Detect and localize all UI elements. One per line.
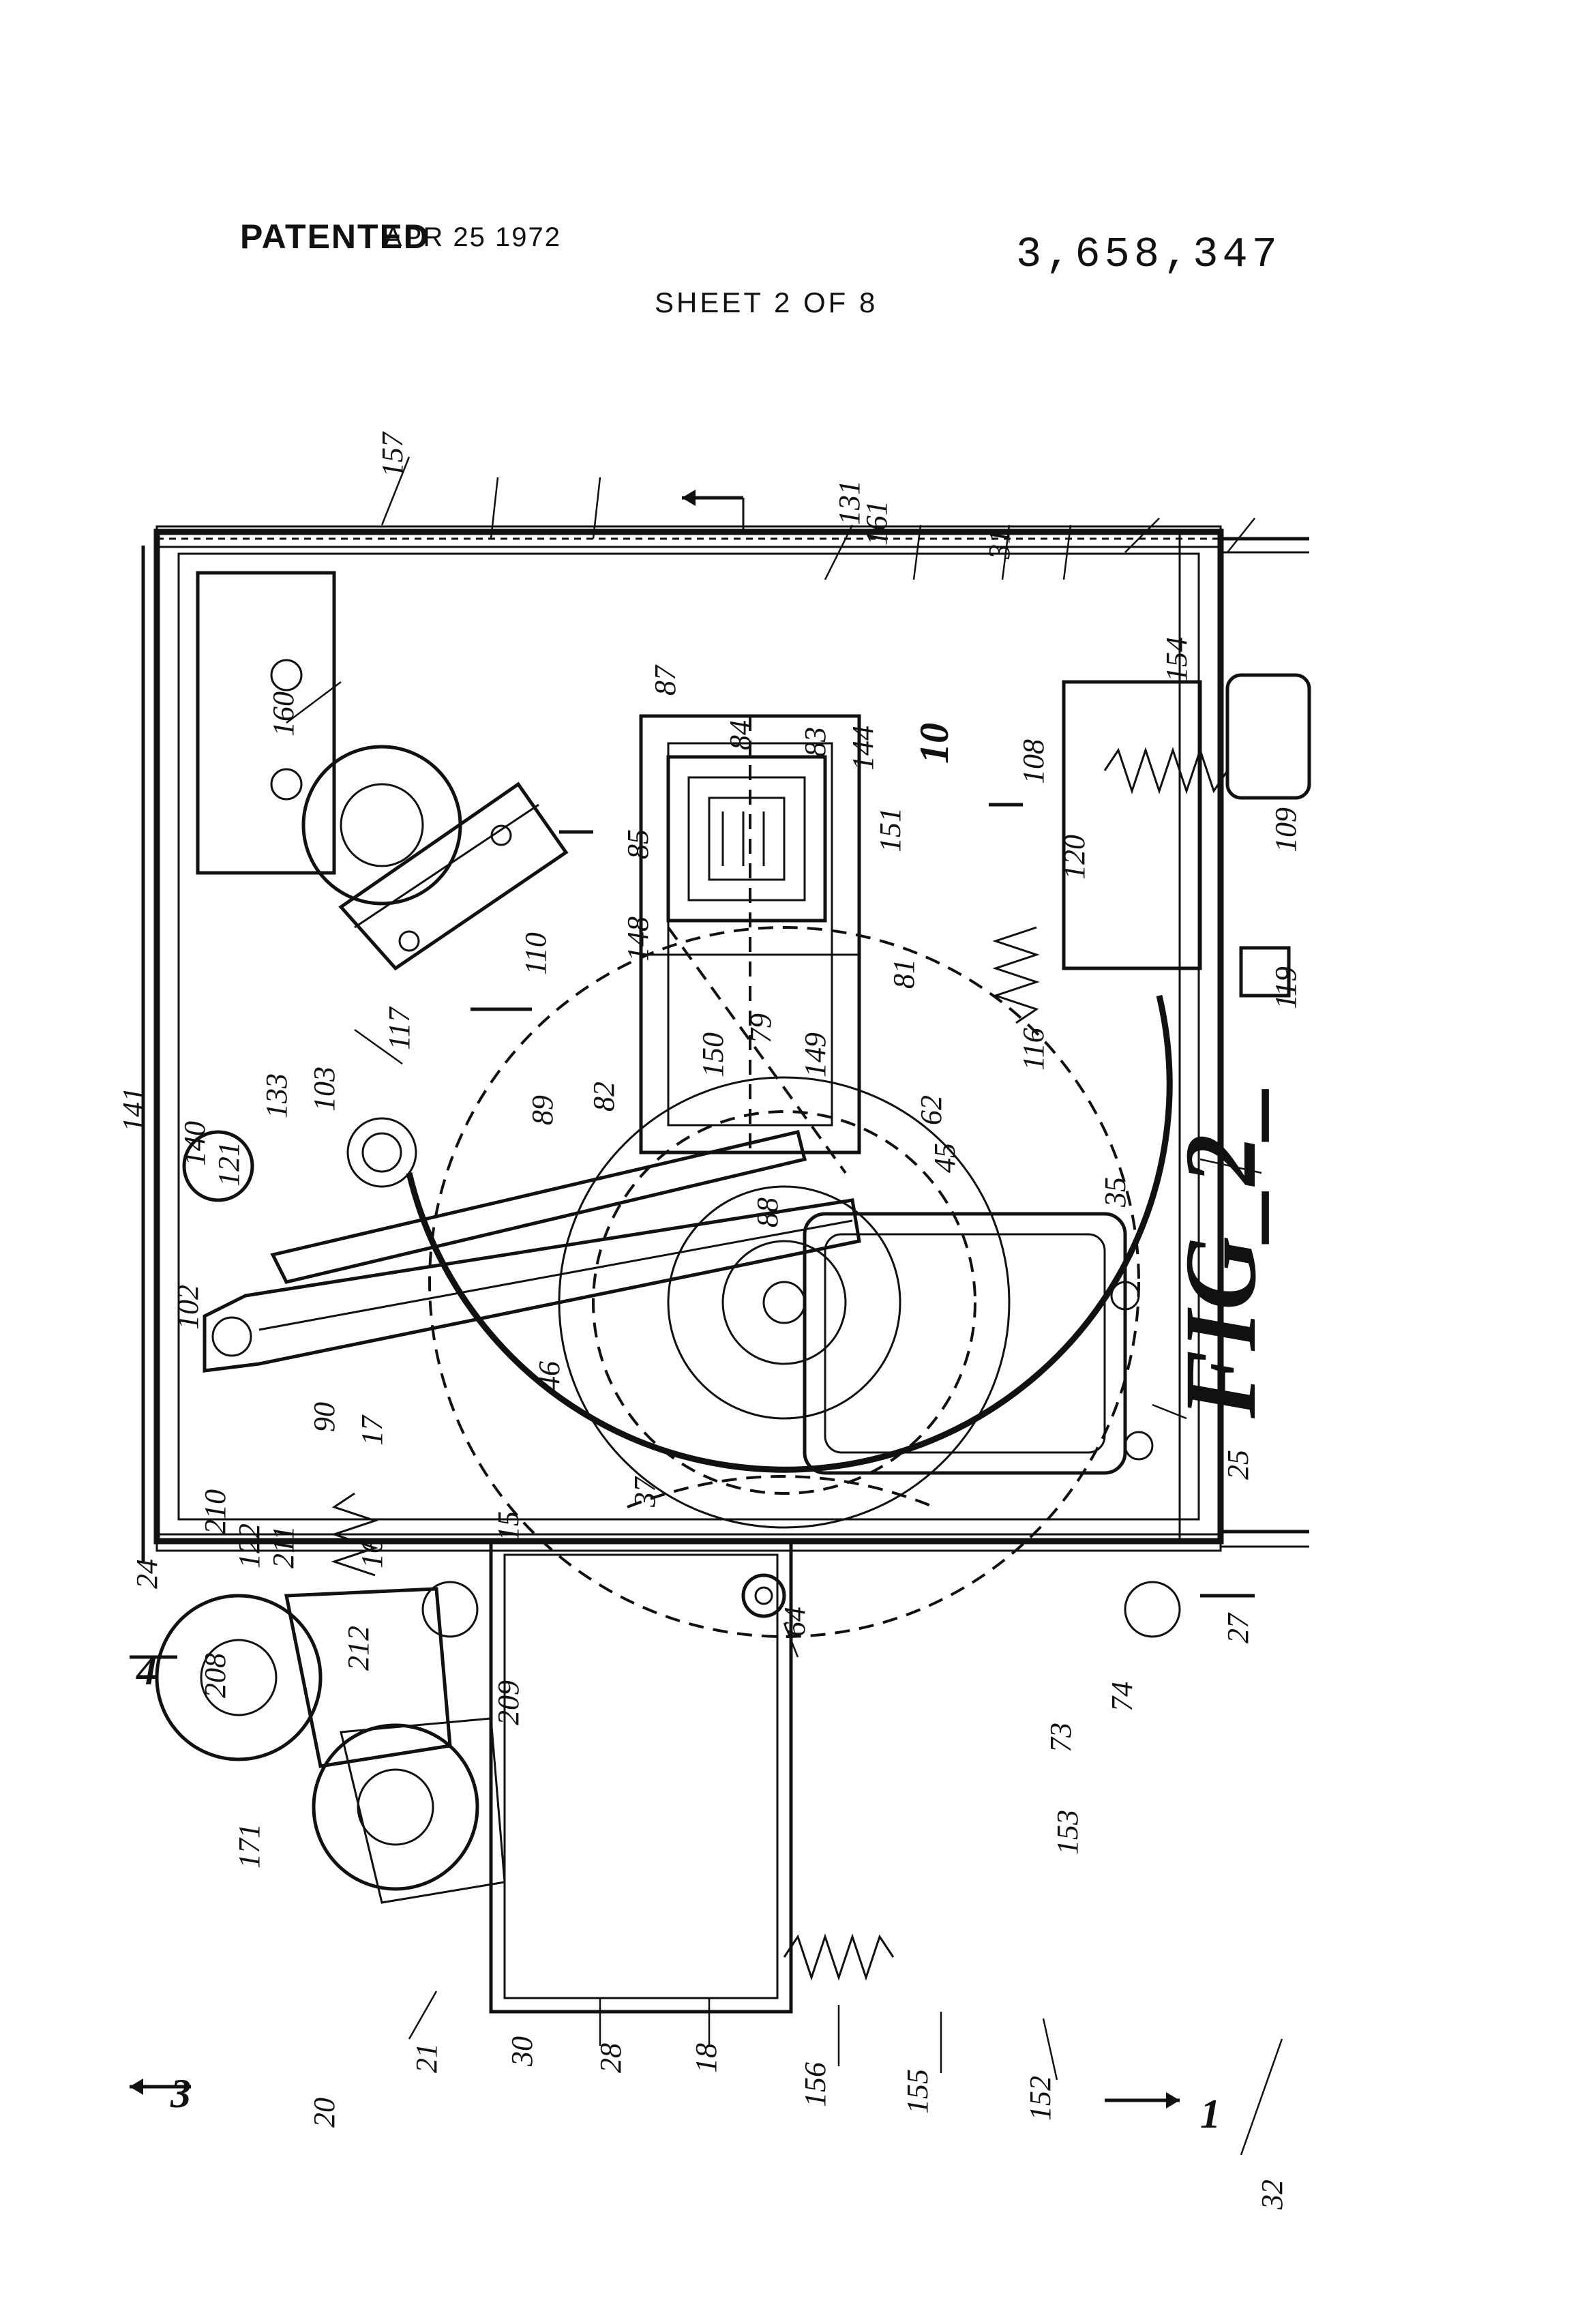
callout-62: 62 [914,1095,948,1125]
callout-28: 28 [594,2043,627,2073]
callout-108: 108 [1017,739,1050,784]
callout-46: 46 [533,1361,566,1391]
callout-144: 144 [846,726,880,771]
callout-155: 155 [901,2069,934,2114]
callout-122: 122 [233,1523,266,1568]
callout-211: 211 [267,1525,300,1568]
callout-154: 154 [1160,637,1193,682]
callout-131: 131 [833,480,866,525]
callout-74: 74 [1105,1682,1139,1712]
callout-141: 141 [117,1087,150,1132]
callout-89: 89 [526,1095,559,1125]
callout-151: 151 [874,807,907,852]
callout-64: 64 [778,1607,811,1637]
callout-10: 10 [912,723,957,764]
callout-84: 84 [723,720,757,750]
callout-15: 15 [492,1511,525,1541]
callout-110: 110 [519,932,552,975]
callout-208: 208 [198,1653,232,1698]
callout-30: 30 [505,2036,539,2067]
callout-27: 27 [1221,1612,1255,1643]
callout-20: 20 [308,2098,341,2128]
callout-18: 18 [689,2043,723,2073]
callout-17: 17 [355,1414,389,1446]
callout-45: 45 [928,1143,961,1173]
callout-25: 25 [1221,1450,1255,1480]
callout-109: 109 [1269,807,1302,852]
callout-4: 4 [136,1648,157,1693]
callout-79: 79 [744,1013,777,1043]
callout-87: 87 [648,664,682,696]
callout-209: 209 [492,1680,525,1725]
callout-88: 88 [751,1197,784,1227]
callout-37: 37 [628,1476,661,1508]
callout-120: 120 [1058,835,1091,880]
callout-121: 121 [212,1142,245,1187]
callout-157: 157 [376,431,409,477]
callout-149: 149 [799,1032,832,1077]
callout-160: 160 [267,691,300,736]
callout-21: 21 [410,2043,443,2073]
callout-117: 117 [383,1006,416,1050]
callout-35: 35 [1099,1177,1132,1208]
callout-150: 150 [696,1032,730,1077]
callout-83: 83 [799,727,832,757]
callout-3: 3 [170,2071,191,2116]
callout-1: 1 [1200,2091,1221,2136]
callout-103: 103 [308,1067,341,1112]
callout-133: 133 [260,1073,293,1118]
callout-90: 90 [308,1402,341,1432]
callout-24: 24 [130,1559,164,1589]
callout-210: 210 [198,1489,232,1534]
callout-119: 119 [1269,966,1302,1009]
callout-31: 31 [983,529,1016,560]
callout-212: 212 [342,1626,375,1671]
callout-140: 140 [178,1121,211,1166]
callout-73: 73 [1044,1723,1077,1753]
callout-81: 81 [887,959,921,989]
callout-116: 116 [1017,1028,1050,1071]
callout-148: 148 [621,917,655,962]
callout-156: 156 [799,2062,832,2107]
callout-171: 171 [233,1823,266,1868]
callout-16: 16 [355,1538,389,1568]
callout-85: 85 [621,829,655,859]
callout-153: 153 [1051,1810,1084,1855]
misc-blocks [184,573,1309,2012]
callout-82: 82 [587,1082,621,1112]
callout-32: 32 [1255,2179,1289,2210]
figure-title: FIG_2_ [1164,1083,1277,1419]
callout-102: 102 [171,1285,205,1330]
arm-89 [273,1132,805,1282]
callout-152: 152 [1024,2076,1057,2121]
